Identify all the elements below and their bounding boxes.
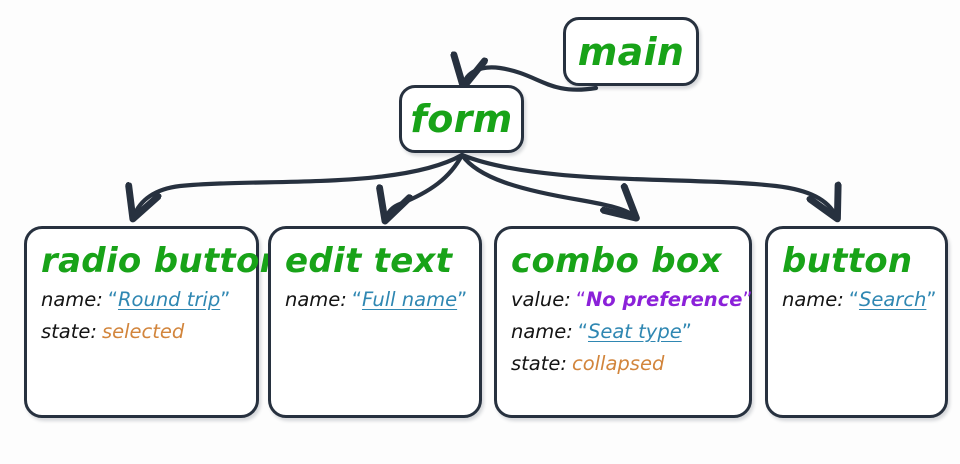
node-form-title: form — [410, 97, 513, 141]
attr-row-name: name:“Search” — [782, 284, 945, 316]
attr-key-name: name: — [782, 288, 844, 311]
attr-value-name-text: Seat type — [587, 320, 682, 343]
quote-open: “ — [351, 288, 362, 311]
attr-row-state: state:collapsed — [511, 348, 749, 380]
attr-row-name: name:“Seat type” — [511, 316, 749, 348]
node-main[interactable]: main — [563, 17, 699, 86]
attr-value-value-text: No preference — [585, 288, 743, 311]
quote-open: “ — [107, 288, 118, 311]
quote-open: “ — [575, 288, 586, 311]
node-edit-text-title: edit text — [285, 241, 453, 281]
attr-key-state: state: — [511, 352, 567, 375]
attr-value-name: “Search” — [849, 288, 937, 311]
node-edit-text[interactable]: edit text name:“Full name” — [268, 226, 482, 418]
attr-value-state: selected — [102, 320, 184, 343]
node-form[interactable]: form — [399, 85, 524, 153]
attr-value-state-text: selected — [101, 320, 185, 343]
node-button[interactable]: button name:“Search” — [765, 226, 948, 418]
attr-row-name: name:“Full name” — [285, 284, 479, 316]
edge-form-to-button — [459, 152, 836, 216]
quote-open: “ — [848, 288, 859, 311]
quote-close: ” — [742, 288, 753, 311]
attr-key-name: name: — [41, 288, 103, 311]
node-main-title: main — [577, 29, 685, 74]
attr-key-name: name: — [285, 288, 347, 311]
quote-close: ” — [681, 320, 692, 343]
attr-value-name: “Full name” — [352, 288, 467, 311]
attr-value-name: “Seat type” — [578, 320, 692, 343]
edge-form-to-radio-button — [134, 152, 465, 216]
attr-row-state: state:selected — [41, 316, 256, 348]
quote-close: ” — [457, 288, 468, 311]
node-button-title: button — [782, 241, 913, 281]
node-combo-box[interactable]: combo box value:“No preference” name:“Se… — [494, 226, 753, 418]
node-radio-button[interactable]: radio button name:“Round trip” state:sel… — [24, 226, 285, 418]
attr-value-name-text: Full name — [361, 288, 458, 311]
attr-value-name-text: Round trip — [117, 288, 221, 311]
node-radio-button-title: radio button — [41, 241, 285, 281]
edge-form-to-edit-text — [386, 152, 465, 218]
edge-form-to-combo-box — [459, 152, 634, 216]
quote-open: “ — [577, 320, 588, 343]
attr-key-state: state: — [41, 320, 97, 343]
attr-key-value: value: — [511, 288, 571, 311]
quote-close: ” — [926, 288, 937, 311]
attr-value-state-text: collapsed — [571, 352, 665, 375]
attr-row-name: name:“Round trip” — [41, 284, 256, 316]
attr-value-name-text: Search — [858, 288, 927, 311]
quote-close: ” — [220, 288, 231, 311]
node-combo-box-title: combo box — [511, 241, 722, 281]
attr-row-value: value:“No preference” — [511, 284, 753, 316]
attr-value-name: “Round trip” — [108, 288, 230, 311]
attr-value-state: collapsed — [572, 352, 664, 375]
attr-key-name: name: — [511, 320, 573, 343]
attr-value-value: “No preference” — [576, 288, 753, 311]
